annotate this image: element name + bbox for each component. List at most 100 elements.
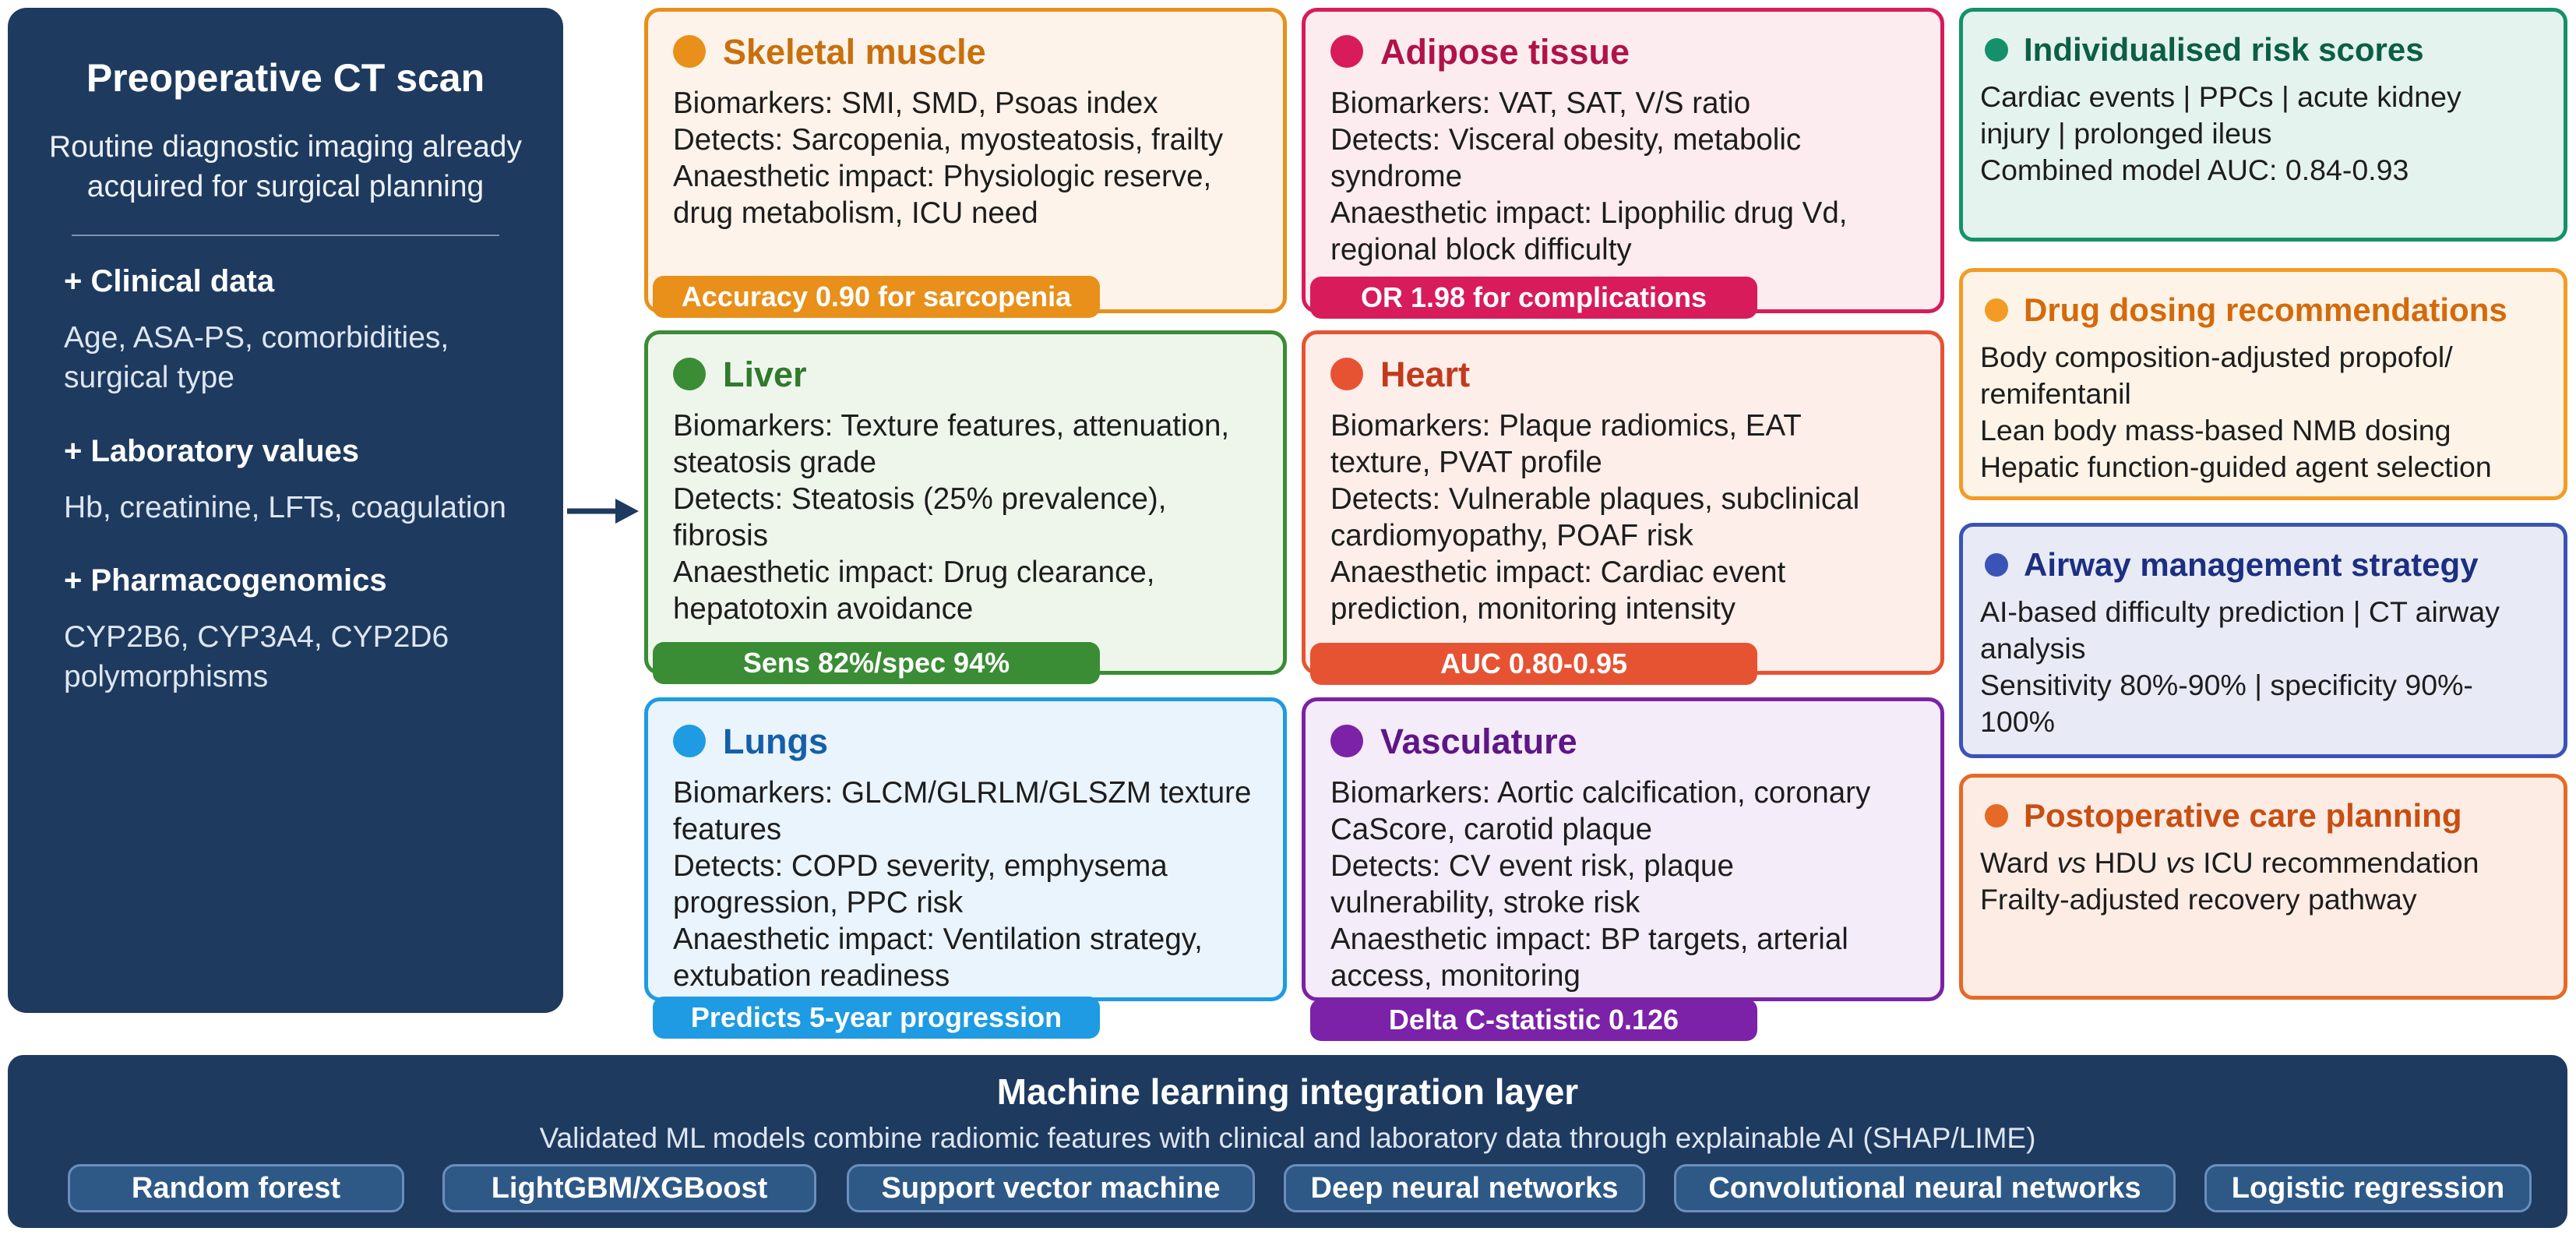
card-title: Lungs xyxy=(723,721,828,761)
card-line: 100% xyxy=(1980,705,2055,738)
card-header: Lungs xyxy=(673,718,1261,764)
card-line: Biomarkers: GLCM/GLRLM/GLSZM texture xyxy=(673,776,1252,810)
card-line: progression, PPC risk xyxy=(673,886,964,919)
card-line: drug metabolism, ICU need xyxy=(673,196,1038,230)
versus-text: vs xyxy=(2056,846,2087,879)
card-line: vulnerability, stroke risk xyxy=(1330,886,1640,919)
vasculature-metric-badge: Delta C-statistic 0.126 xyxy=(1310,999,1757,1041)
circle-bullet-icon xyxy=(1985,553,2008,577)
card-body: Body composition-adjusted propofol/remif… xyxy=(1980,339,2548,485)
card-title: Drug dosing recommendations xyxy=(2024,291,2507,328)
adipose-tissue-metric-badge: OR 1.98 for complications xyxy=(1310,277,1757,319)
card-line: Lean body mass-based NMB dosing xyxy=(1980,414,2451,446)
card-line: Detects: Sarcopenia, myosteatosis, frail… xyxy=(673,123,1224,157)
versus-text: vs xyxy=(2165,846,2195,879)
card-line: access, monitoring xyxy=(1330,959,1580,993)
ml-layer-title: Machine learning integration layer xyxy=(996,1071,1579,1112)
card-title: Liver xyxy=(723,354,807,394)
flow-arrow-icon xyxy=(567,499,639,524)
model-pill-logistic-regression: Logistic regression xyxy=(2204,1164,2532,1212)
model-pill-convolutional-neural-networks: Convolutional neural networks xyxy=(1674,1164,2176,1212)
card-header: Drug dosing recommendations xyxy=(1980,291,2548,330)
card-line: texture, PVAT profile xyxy=(1330,446,1602,479)
section-heading: + Laboratory values xyxy=(64,433,360,468)
card-line: Biomarkers: Aortic calcification, corona… xyxy=(1330,776,1871,810)
card-line: Cardiac events | PPCs | acute kidney xyxy=(1980,80,2461,113)
card-line: Detects: Vulnerable plaques, subclinical xyxy=(1330,482,1860,516)
card-line: Detects: COPD severity, emphysema xyxy=(673,849,1168,883)
laboratory-values-section: + Laboratory values Hb, creatinine, LFTs… xyxy=(64,432,541,528)
ml-integration-layer: Machine learning integration layer Valid… xyxy=(8,1055,2567,1228)
card-line: Anaesthetic impact: Lipophilic drug Vd, xyxy=(1330,196,1848,230)
panel-title: Preoperative CT scan xyxy=(86,56,485,100)
card-line: AI-based difficulty prediction | CT airw… xyxy=(1980,595,2500,628)
card-line: Anaesthetic impact: Drug clearance, xyxy=(673,556,1155,589)
model-pill-lightgbm-xgboost: LightGBM/XGBoost xyxy=(442,1164,816,1212)
card-header: Airway management strategy xyxy=(1980,545,2548,584)
card-line: Anaesthetic impact: Ventilation strategy… xyxy=(673,923,1203,956)
section-line: polymorphisms xyxy=(64,660,269,694)
card-body: Biomarkers: Texture features, attenuatio… xyxy=(673,408,1261,627)
card-line: hepatotoxin avoidance xyxy=(673,592,974,626)
card-line: Body composition-adjusted propofol/ xyxy=(1980,341,2453,373)
circle-bullet-icon xyxy=(673,35,706,68)
card-header: Individualised risk scores xyxy=(1980,30,2548,69)
section-text: Age, ASA-PS, comorbidities, surgical typ… xyxy=(64,319,541,397)
card-line: Combined model AUC: 0.84-0.93 xyxy=(1980,153,2409,186)
card-line: Detects: Visceral obesity, metabolic xyxy=(1330,123,1802,157)
model-pill-random-forest: Random forest xyxy=(68,1164,404,1212)
section-text: CYP2B6, CYP3A4, CYP2D6 polymorphisms xyxy=(64,618,541,697)
card-line: cardiomyopathy, POAF risk xyxy=(1330,519,1693,552)
heart-metric-badge: AUC 0.80-0.95 xyxy=(1310,643,1757,685)
card-line: Detects: CV event risk, plaque xyxy=(1330,849,1734,883)
card-title: Heart xyxy=(1380,354,1471,394)
card-header: Heart xyxy=(1330,351,1919,397)
clinical-data-section: + Clinical data Age, ASA-PS, comorbiditi… xyxy=(64,263,541,397)
card-header: Skeletal muscle xyxy=(673,29,1261,74)
section-text: Hb, creatinine, LFTs, coagulation xyxy=(64,489,541,528)
ml-layer-subtitle: Validated ML models combine radiomic fea… xyxy=(539,1121,2036,1154)
circle-bullet-icon xyxy=(673,725,706,757)
card-line: remifentanil xyxy=(1980,377,2131,410)
card-body: Biomarkers: Aortic calcification, corona… xyxy=(1330,775,1919,994)
card-body: AI-based difficulty prediction | CT airw… xyxy=(1980,594,2548,740)
liver-metric-badge: Sens 82%/spec 94% xyxy=(653,642,1100,684)
card-title: Skeletal muscle xyxy=(723,31,986,72)
panel-subtitle: Routine diagnostic imaging already acqui… xyxy=(30,128,541,206)
card-title: Individualised risk scores xyxy=(2024,31,2424,68)
circle-bullet-icon xyxy=(1330,358,1363,390)
card-line: Anaesthetic impact: Physiologic reserve, xyxy=(673,160,1212,193)
card-title: Vasculature xyxy=(1380,721,1577,761)
card-line: CaScore, carotid plaque xyxy=(1330,813,1653,846)
model-pill-deep-neural-networks: Deep neural networks xyxy=(1284,1164,1645,1212)
section-heading: + Pharmacogenomics xyxy=(64,563,387,598)
circle-bullet-icon xyxy=(1985,298,2008,322)
card-line: features xyxy=(673,813,782,846)
panel-subtitle-line: acquired for surgical planning xyxy=(86,169,485,203)
section-line: Age, ASA-PS, comorbidities, xyxy=(64,321,449,355)
circle-bullet-icon xyxy=(673,358,706,390)
section-line: CYP2B6, CYP3A4, CYP2D6 xyxy=(64,620,449,655)
card-header: Vasculature xyxy=(1330,718,1919,764)
card-line: Anaesthetic impact: BP targets, arterial xyxy=(1330,923,1848,956)
card-line: Anaesthetic impact: Cardiac event xyxy=(1330,556,1786,589)
card-header: Liver xyxy=(673,351,1261,397)
card-line: Biomarkers: Plaque radiomics, EAT xyxy=(1330,409,1802,443)
panel-subtitle-line: Routine diagnostic imaging already xyxy=(48,130,523,164)
model-pill-support-vector-machine: Support vector machine xyxy=(847,1164,1255,1212)
card-line: analysis xyxy=(1980,632,2086,665)
card-line: Frailty-adjusted recovery pathway xyxy=(1980,883,2417,916)
